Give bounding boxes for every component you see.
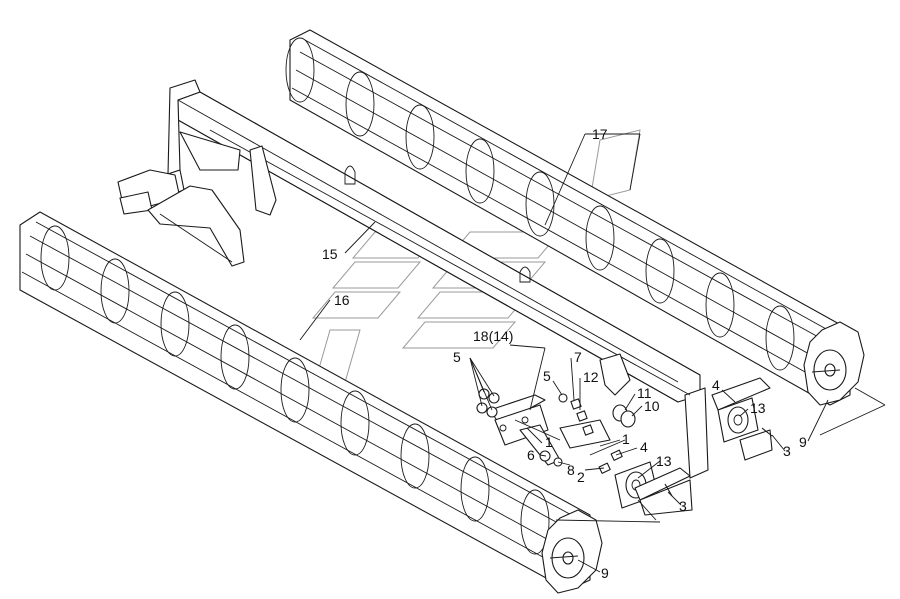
bolt-group-5	[476, 388, 568, 418]
callout-8: 8	[567, 462, 575, 478]
screws-3	[664, 427, 773, 497]
callout-4-upper: 4	[712, 377, 720, 393]
roller-lower-left-end-disc	[541, 509, 603, 594]
callout-13-upper: 13	[750, 400, 766, 416]
fasteners	[476, 388, 773, 497]
bushing-10-11	[612, 404, 636, 428]
callout-11: 11	[637, 385, 652, 401]
callout-17: 17	[592, 126, 608, 142]
callout-1-right: 1	[622, 431, 630, 447]
leader-lines	[299, 133, 829, 573]
callout-9-lower: 9	[601, 565, 609, 581]
callout-7: 7	[574, 349, 582, 365]
callout-13-lower: 13	[656, 453, 672, 469]
callout-9-upper: 9	[799, 434, 807, 450]
callout-1-left: 1	[545, 434, 553, 450]
callout-18-14: 18(14)	[473, 328, 513, 344]
bolts-1-8-6	[514, 419, 626, 474]
callout-12: 12	[583, 369, 599, 385]
explode-lines	[555, 387, 886, 523]
bearing-plate-lower	[614, 461, 693, 516]
callout-labels: 17 15 16 18(14) 5 5 7 12 11 10 4 13 3 9 …	[322, 126, 807, 581]
callout-2: 2	[577, 469, 585, 485]
callout-15: 15	[322, 246, 338, 262]
callout-6: 6	[527, 447, 535, 463]
roller-upper-right-end-disc	[803, 321, 865, 406]
roller-upper-right	[285, 29, 865, 406]
callout-3-lower: 3	[679, 498, 687, 514]
callout-3-upper: 3	[783, 443, 791, 459]
bearing-bracket-center	[489, 394, 611, 466]
hitch-brackets	[117, 131, 531, 283]
callout-10: 10	[644, 398, 660, 414]
callout-4-lower: 4	[640, 439, 648, 455]
roller-upper-right-rings	[285, 37, 795, 371]
callout-16: 16	[334, 292, 350, 308]
roller-lower-left-rings	[40, 225, 550, 555]
callout-5-left: 5	[453, 349, 461, 365]
callout-5-right: 5	[543, 368, 551, 384]
roller-lower-left	[19, 211, 603, 594]
nut-column-7-12	[570, 398, 594, 436]
